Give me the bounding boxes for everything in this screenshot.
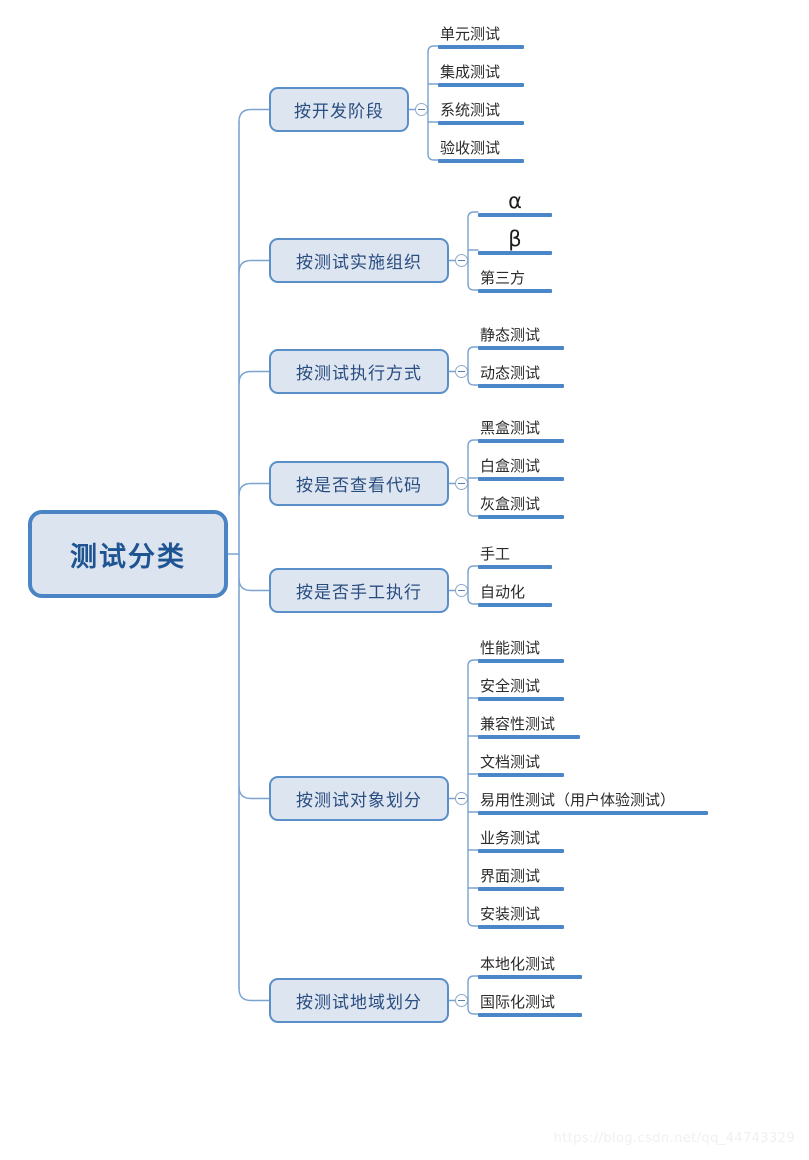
leaf-label: 性能测试 xyxy=(480,639,541,657)
leaf-underline xyxy=(478,811,708,815)
leaf-underline xyxy=(478,697,564,701)
leaf-label: 本地化测试 xyxy=(480,955,556,973)
leaf-label: 系统测试 xyxy=(440,101,501,119)
leaf-underline xyxy=(478,735,580,739)
leaf-item[interactable]: 性能测试 xyxy=(478,638,564,663)
root-node[interactable]: 测试分类 xyxy=(28,510,228,598)
branch-node-label: 按测试实施组织 xyxy=(296,253,422,273)
branch-node-5[interactable]: 按是否手工执行 xyxy=(269,568,449,613)
leaf-label: 文档测试 xyxy=(480,753,541,771)
leaf-underline xyxy=(438,45,524,49)
leaf-item[interactable]: 灰盒测试 xyxy=(478,494,564,519)
leaf-item[interactable]: 界面测试 xyxy=(478,866,564,891)
leaf-label: 兼容性测试 xyxy=(480,715,556,733)
leaf-underline xyxy=(438,121,524,125)
leaf-item[interactable]: 手工 xyxy=(478,544,552,569)
leaf-underline xyxy=(478,887,564,891)
leaf-underline xyxy=(478,773,564,777)
leaf-item[interactable]: 文档测试 xyxy=(478,752,564,777)
leaf-item[interactable]: 白盒测试 xyxy=(478,456,564,481)
leaf-underline xyxy=(478,515,564,519)
leaf-item[interactable]: 易用性测试（用户体验测试） xyxy=(478,790,708,815)
leaf-label: 黑盒测试 xyxy=(480,419,541,437)
leaf-label: 灰盒测试 xyxy=(480,495,541,513)
collapse-toggle-6[interactable] xyxy=(455,792,468,805)
leaf-item[interactable]: 业务测试 xyxy=(478,828,564,853)
leaf-underline xyxy=(478,975,582,979)
leaf-underline xyxy=(478,603,552,607)
leaf-label: 界面测试 xyxy=(480,867,541,885)
branch-node-2[interactable]: 按测试实施组织 xyxy=(269,238,449,283)
collapse-toggle-5[interactable] xyxy=(455,584,468,597)
branch-node-6[interactable]: 按测试对象划分 xyxy=(269,776,449,821)
leaf-underline xyxy=(478,659,564,663)
collapse-toggle-2[interactable] xyxy=(455,254,468,267)
leaf-underline xyxy=(478,251,552,255)
leaf-item[interactable]: β xyxy=(478,228,552,255)
collapse-toggle-4[interactable] xyxy=(455,477,468,490)
leaf-item[interactable]: 验收测试 xyxy=(438,138,524,163)
leaf-item[interactable]: 单元测试 xyxy=(438,24,524,49)
branch-node-label: 按测试执行方式 xyxy=(296,364,422,384)
leaf-label: 动态测试 xyxy=(480,364,541,382)
branch-node-1[interactable]: 按开发阶段 xyxy=(269,87,409,132)
leaf-item[interactable]: 集成测试 xyxy=(438,62,524,87)
collapse-toggle-3[interactable] xyxy=(455,365,468,378)
leaf-label: 集成测试 xyxy=(440,63,501,81)
leaf-underline xyxy=(478,477,564,481)
leaf-label: 手工 xyxy=(480,545,511,563)
branch-node-label: 按是否手工执行 xyxy=(296,583,422,603)
leaf-item[interactable]: 兼容性测试 xyxy=(478,714,580,739)
leaf-item[interactable]: 黑盒测试 xyxy=(478,418,564,443)
leaf-label: 静态测试 xyxy=(480,326,541,344)
leaf-label: 易用性测试（用户体验测试） xyxy=(480,791,676,809)
branch-node-3[interactable]: 按测试执行方式 xyxy=(269,349,449,394)
leaf-underline xyxy=(478,384,564,388)
branch-node-label: 按是否查看代码 xyxy=(296,476,422,496)
leaf-item[interactable]: α xyxy=(478,190,552,217)
leaf-underline xyxy=(478,289,552,293)
leaf-label: β xyxy=(508,227,522,251)
leaf-item[interactable]: 自动化 xyxy=(478,582,552,607)
leaf-label: α xyxy=(508,189,522,213)
leaf-item[interactable]: 系统测试 xyxy=(438,100,524,125)
collapse-toggle-1[interactable] xyxy=(415,103,428,116)
leaf-item[interactable]: 安装测试 xyxy=(478,904,564,929)
leaf-label: 安全测试 xyxy=(480,677,541,695)
root-node-label: 测试分类 xyxy=(70,541,186,573)
branch-node-label: 按测试对象划分 xyxy=(296,791,422,811)
leaf-underline xyxy=(478,565,552,569)
leaf-label: 单元测试 xyxy=(440,25,501,43)
leaf-label: 白盒测试 xyxy=(480,457,541,475)
leaf-underline xyxy=(438,159,524,163)
leaf-label: 业务测试 xyxy=(480,829,541,847)
watermark: https://blog.csdn.net/qq_44743329 xyxy=(553,1131,795,1146)
leaf-underline xyxy=(478,346,564,350)
leaf-underline xyxy=(478,439,564,443)
leaf-underline xyxy=(438,83,524,87)
leaf-item[interactable]: 静态测试 xyxy=(478,325,564,350)
leaf-underline xyxy=(478,1013,582,1017)
leaf-label: 安装测试 xyxy=(480,905,541,923)
leaf-underline xyxy=(478,925,564,929)
leaf-label: 自动化 xyxy=(480,583,526,601)
leaf-label: 验收测试 xyxy=(440,139,501,157)
collapse-toggle-7[interactable] xyxy=(455,994,468,1007)
branch-node-label: 按测试地域划分 xyxy=(296,993,422,1013)
branch-node-4[interactable]: 按是否查看代码 xyxy=(269,461,449,506)
leaf-item[interactable]: 国际化测试 xyxy=(478,992,582,1017)
branch-node-label: 按开发阶段 xyxy=(294,102,384,122)
leaf-item[interactable]: 第三方 xyxy=(478,268,552,293)
leaf-label: 第三方 xyxy=(480,269,526,287)
leaf-label: 国际化测试 xyxy=(480,993,556,1011)
leaf-underline xyxy=(478,213,552,217)
leaf-item[interactable]: 动态测试 xyxy=(478,363,564,388)
branch-node-7[interactable]: 按测试地域划分 xyxy=(269,978,449,1023)
leaf-item[interactable]: 安全测试 xyxy=(478,676,564,701)
leaf-item[interactable]: 本地化测试 xyxy=(478,954,582,979)
leaf-underline xyxy=(478,849,564,853)
